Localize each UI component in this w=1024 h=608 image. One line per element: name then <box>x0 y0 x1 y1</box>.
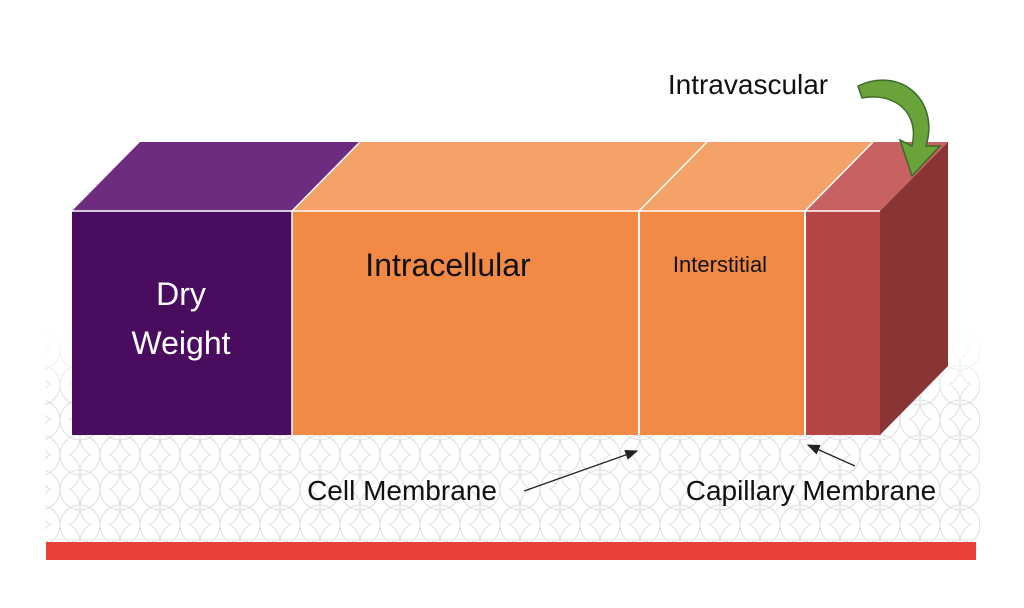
capillary-membrane-label: Capillary Membrane <box>686 475 937 506</box>
dry-weight-top <box>72 142 360 211</box>
interstitial-label: Interstitial <box>673 252 767 277</box>
intracellular-label: Intracellular <box>365 247 531 283</box>
intravascular-side <box>880 142 948 435</box>
interstitial-top <box>639 142 873 211</box>
dry-weight-label-line1: Dry <box>156 276 206 312</box>
intracellular-block <box>292 211 639 435</box>
intravascular-label: Intravascular <box>668 69 828 100</box>
dry-weight-block <box>72 211 292 435</box>
intracellular-top <box>292 142 707 211</box>
intravascular-block <box>805 211 880 435</box>
front-faces <box>72 210 880 435</box>
curved-arrow-icon <box>857 79 942 178</box>
cell-membrane-arrow <box>523 450 639 492</box>
dry-weight-label-line2: Weight <box>131 325 230 361</box>
base-bar <box>46 542 976 560</box>
top-faces <box>72 141 948 212</box>
interstitial-block <box>639 211 805 435</box>
cell-membrane-label: Cell Membrane <box>307 475 497 506</box>
capillary-membrane-arrow <box>806 444 856 467</box>
